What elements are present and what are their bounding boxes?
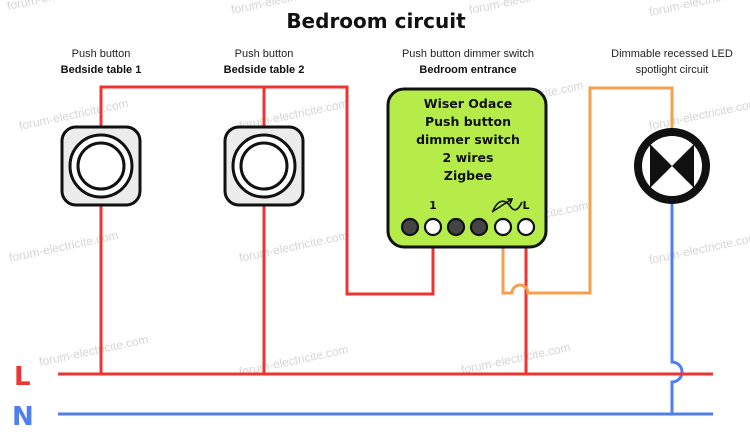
neutral-rail-label: N xyxy=(12,402,34,432)
lamp-symbol-icon xyxy=(634,128,710,204)
watermark: forum-electricite.com xyxy=(238,228,350,265)
push-button-bedside-1 xyxy=(60,125,142,207)
watermark: forum-electricite.com xyxy=(648,230,750,267)
dimmer-label-line: Push button xyxy=(425,114,511,129)
terminal-block xyxy=(400,217,536,237)
dimmer-location: Bedroom entrance xyxy=(419,64,516,76)
push-button-bedside-2 xyxy=(223,125,305,207)
neutral-wires xyxy=(58,190,713,416)
dimmer-label-line: Zigbee xyxy=(444,168,492,183)
button2-location: Bedside table 2 xyxy=(224,64,305,76)
button2-type: Push button xyxy=(235,48,294,60)
neutral-lamp-wire xyxy=(670,190,684,414)
terminal-1-label: 1 xyxy=(429,199,437,212)
dimmer-label-line: Wiser Odace xyxy=(424,96,512,111)
watermark: forum-electricite.com xyxy=(460,340,572,377)
dimmer-label-line: dimmer switch xyxy=(416,132,520,147)
dimmer-type: Push button dimmer switch xyxy=(402,48,534,60)
dimmer-label-line: 2 wires xyxy=(443,150,494,165)
button1-type: Push button xyxy=(72,48,131,60)
diagram-title: Bedroom circuit xyxy=(286,9,466,33)
dimmer-symbol-icon xyxy=(491,198,523,213)
push-button-control-wire xyxy=(99,85,435,296)
watermark: forum-electricite.com xyxy=(468,0,580,17)
lamp-caption-line2: spotlight circuit xyxy=(636,64,709,76)
watermark: forum-electricite.com xyxy=(648,96,750,133)
dimmer-output-wire xyxy=(501,86,674,295)
watermark: forum-electricite.com xyxy=(8,228,120,265)
lamp-caption-line1: Dimmable recessed LED xyxy=(611,48,733,60)
watermark: forum-electricite.com xyxy=(38,332,150,369)
terminal-L-label: L xyxy=(522,199,529,212)
watermark: forum-electricite.com xyxy=(648,0,750,19)
line-rail-label: L xyxy=(14,362,31,392)
button1-location: Bedside table 1 xyxy=(61,64,142,76)
dimmer-module: Wiser Odace Push button dimmer switch 2 … xyxy=(386,87,548,249)
watermark: forum-electricite.com xyxy=(6,0,118,13)
phase-wires xyxy=(58,85,713,376)
